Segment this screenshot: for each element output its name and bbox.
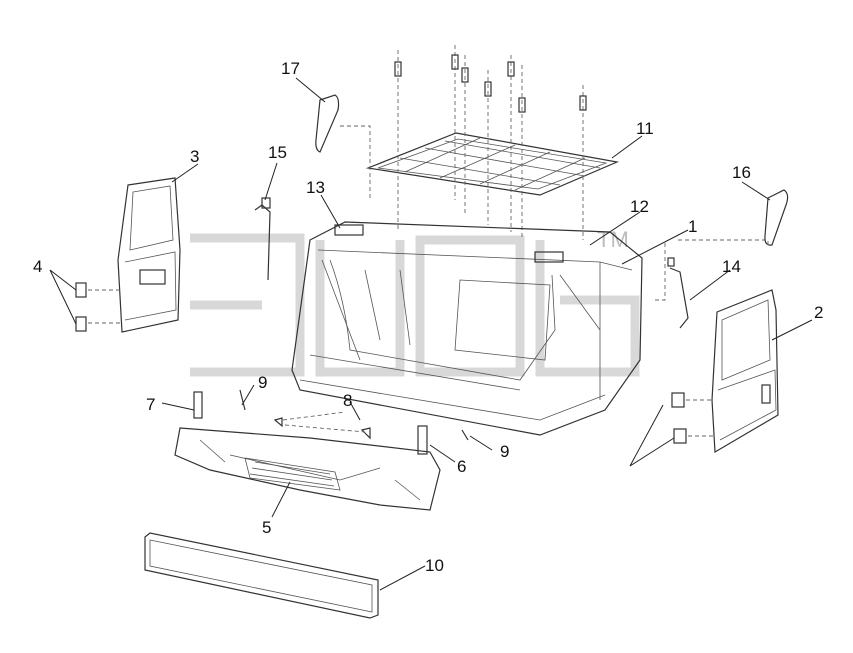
callout-14: 14 <box>722 257 741 276</box>
callout-7: 7 <box>146 395 155 414</box>
callout-9-right: 9 <box>500 442 509 461</box>
cab-body <box>291 221 643 436</box>
callout-12: 12 <box>630 197 649 216</box>
callout-5: 5 <box>262 518 271 537</box>
callout-15: 15 <box>268 143 287 162</box>
roof-bolts <box>394 45 587 240</box>
callout-10: 10 <box>425 556 444 575</box>
callout-16: 16 <box>732 163 751 182</box>
trademark-symbol: TM <box>597 227 629 252</box>
watermark-logo: TM <box>190 227 640 377</box>
callout-3: 3 <box>190 147 199 166</box>
quarter-window-right <box>655 189 789 301</box>
callout-1: 1 <box>688 217 697 236</box>
callout-17: 17 <box>281 59 300 78</box>
callout-13: 13 <box>306 178 325 197</box>
callout-labels: 1 2 3 4 5 6 7 8 9 9 10 11 12 13 14 15 16… <box>33 59 823 575</box>
callout-8: 8 <box>343 391 352 410</box>
right-door-hinges <box>671 392 714 444</box>
roof-panel <box>365 132 620 196</box>
left-door-hinges <box>75 282 122 332</box>
left-door <box>117 177 181 333</box>
callout-2: 2 <box>814 303 823 322</box>
bumper-side-brackets <box>193 391 428 455</box>
bumper-fasteners <box>239 389 469 441</box>
front-bumper <box>174 427 441 511</box>
quarter-window-left <box>315 94 371 200</box>
right-door <box>711 289 779 454</box>
callout-6: 6 <box>457 457 466 476</box>
callout-4: 4 <box>33 257 42 276</box>
callout-leaders <box>49 77 813 591</box>
lower-panel <box>144 532 379 619</box>
door-seal-strip <box>667 257 689 329</box>
callout-11: 11 <box>636 119 654 138</box>
callout-9-left: 9 <box>258 373 267 392</box>
